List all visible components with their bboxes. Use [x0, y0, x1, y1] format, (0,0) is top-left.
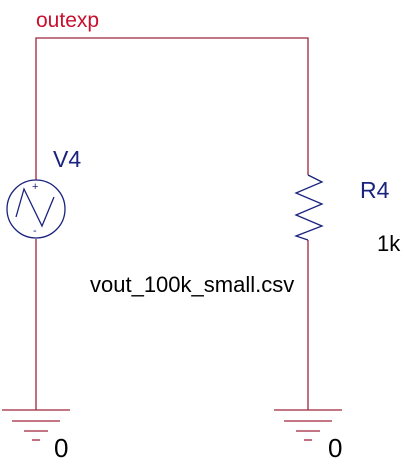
resistor-value-label: 1k — [377, 231, 401, 256]
ground-symbol-right — [274, 409, 342, 441]
piecewise-waveform-source-icon — [15, 187, 55, 228]
voltage-source-v4[interactable]: + - — [6, 179, 66, 239]
source-minus-sign: - — [33, 225, 37, 237]
source-value-label: vout_100k_small.csv — [90, 272, 294, 297]
source-plus-sign: + — [32, 181, 38, 193]
net-label-outexp: outexp — [36, 9, 99, 32]
ground-symbol-left — [2, 409, 70, 441]
net-wire-outexp[interactable] — [35, 37, 309, 180]
ground-label-left: 0 — [54, 433, 68, 463]
ground-label-right: 0 — [328, 433, 342, 463]
zigzag-resistor-icon[interactable] — [294, 174, 324, 241]
source-ref-label: V4 — [53, 146, 81, 172]
resistor-ref-label: R4 — [360, 177, 390, 203]
source-circle — [6, 179, 66, 239]
